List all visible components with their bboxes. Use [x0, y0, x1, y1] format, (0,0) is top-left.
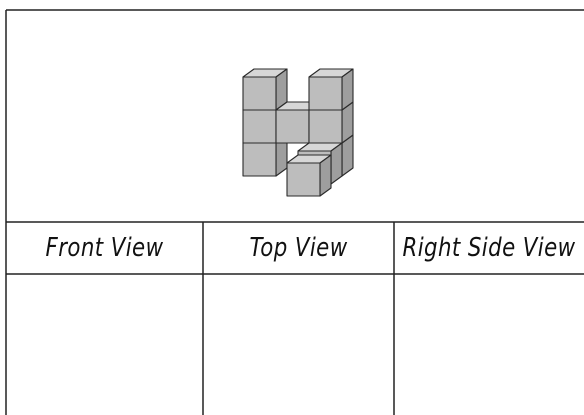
cube-model	[243, 69, 353, 196]
cube-back-right-middle-front-face	[309, 110, 342, 143]
cube-front-front-face	[287, 163, 320, 196]
cube-front	[287, 155, 331, 196]
cube-mid-lower-side-face	[331, 143, 342, 184]
cube-front-side-face	[320, 155, 331, 196]
right-side-view-answer-box[interactable]	[394, 275, 584, 415]
cube-back-right-top	[309, 69, 353, 110]
cube-back-right-top-front-face	[309, 77, 342, 110]
right-side-view-label: Right Side View	[411, 222, 567, 274]
cube-back-left-top-front-face	[243, 77, 276, 110]
top-view-label: Top View	[220, 222, 377, 274]
cube-back-right-top-side-face	[342, 69, 353, 110]
cube-back-left-middle-front-face	[243, 110, 276, 143]
top-view-answer-box[interactable]	[203, 275, 394, 415]
cube-middle-upper-front-face	[276, 110, 309, 143]
cube-back-left-bottom-front-face	[243, 143, 276, 176]
front-view-label: Front View	[24, 222, 186, 274]
cube-back-left-top	[243, 69, 287, 110]
front-view-answer-box[interactable]	[6, 275, 203, 415]
